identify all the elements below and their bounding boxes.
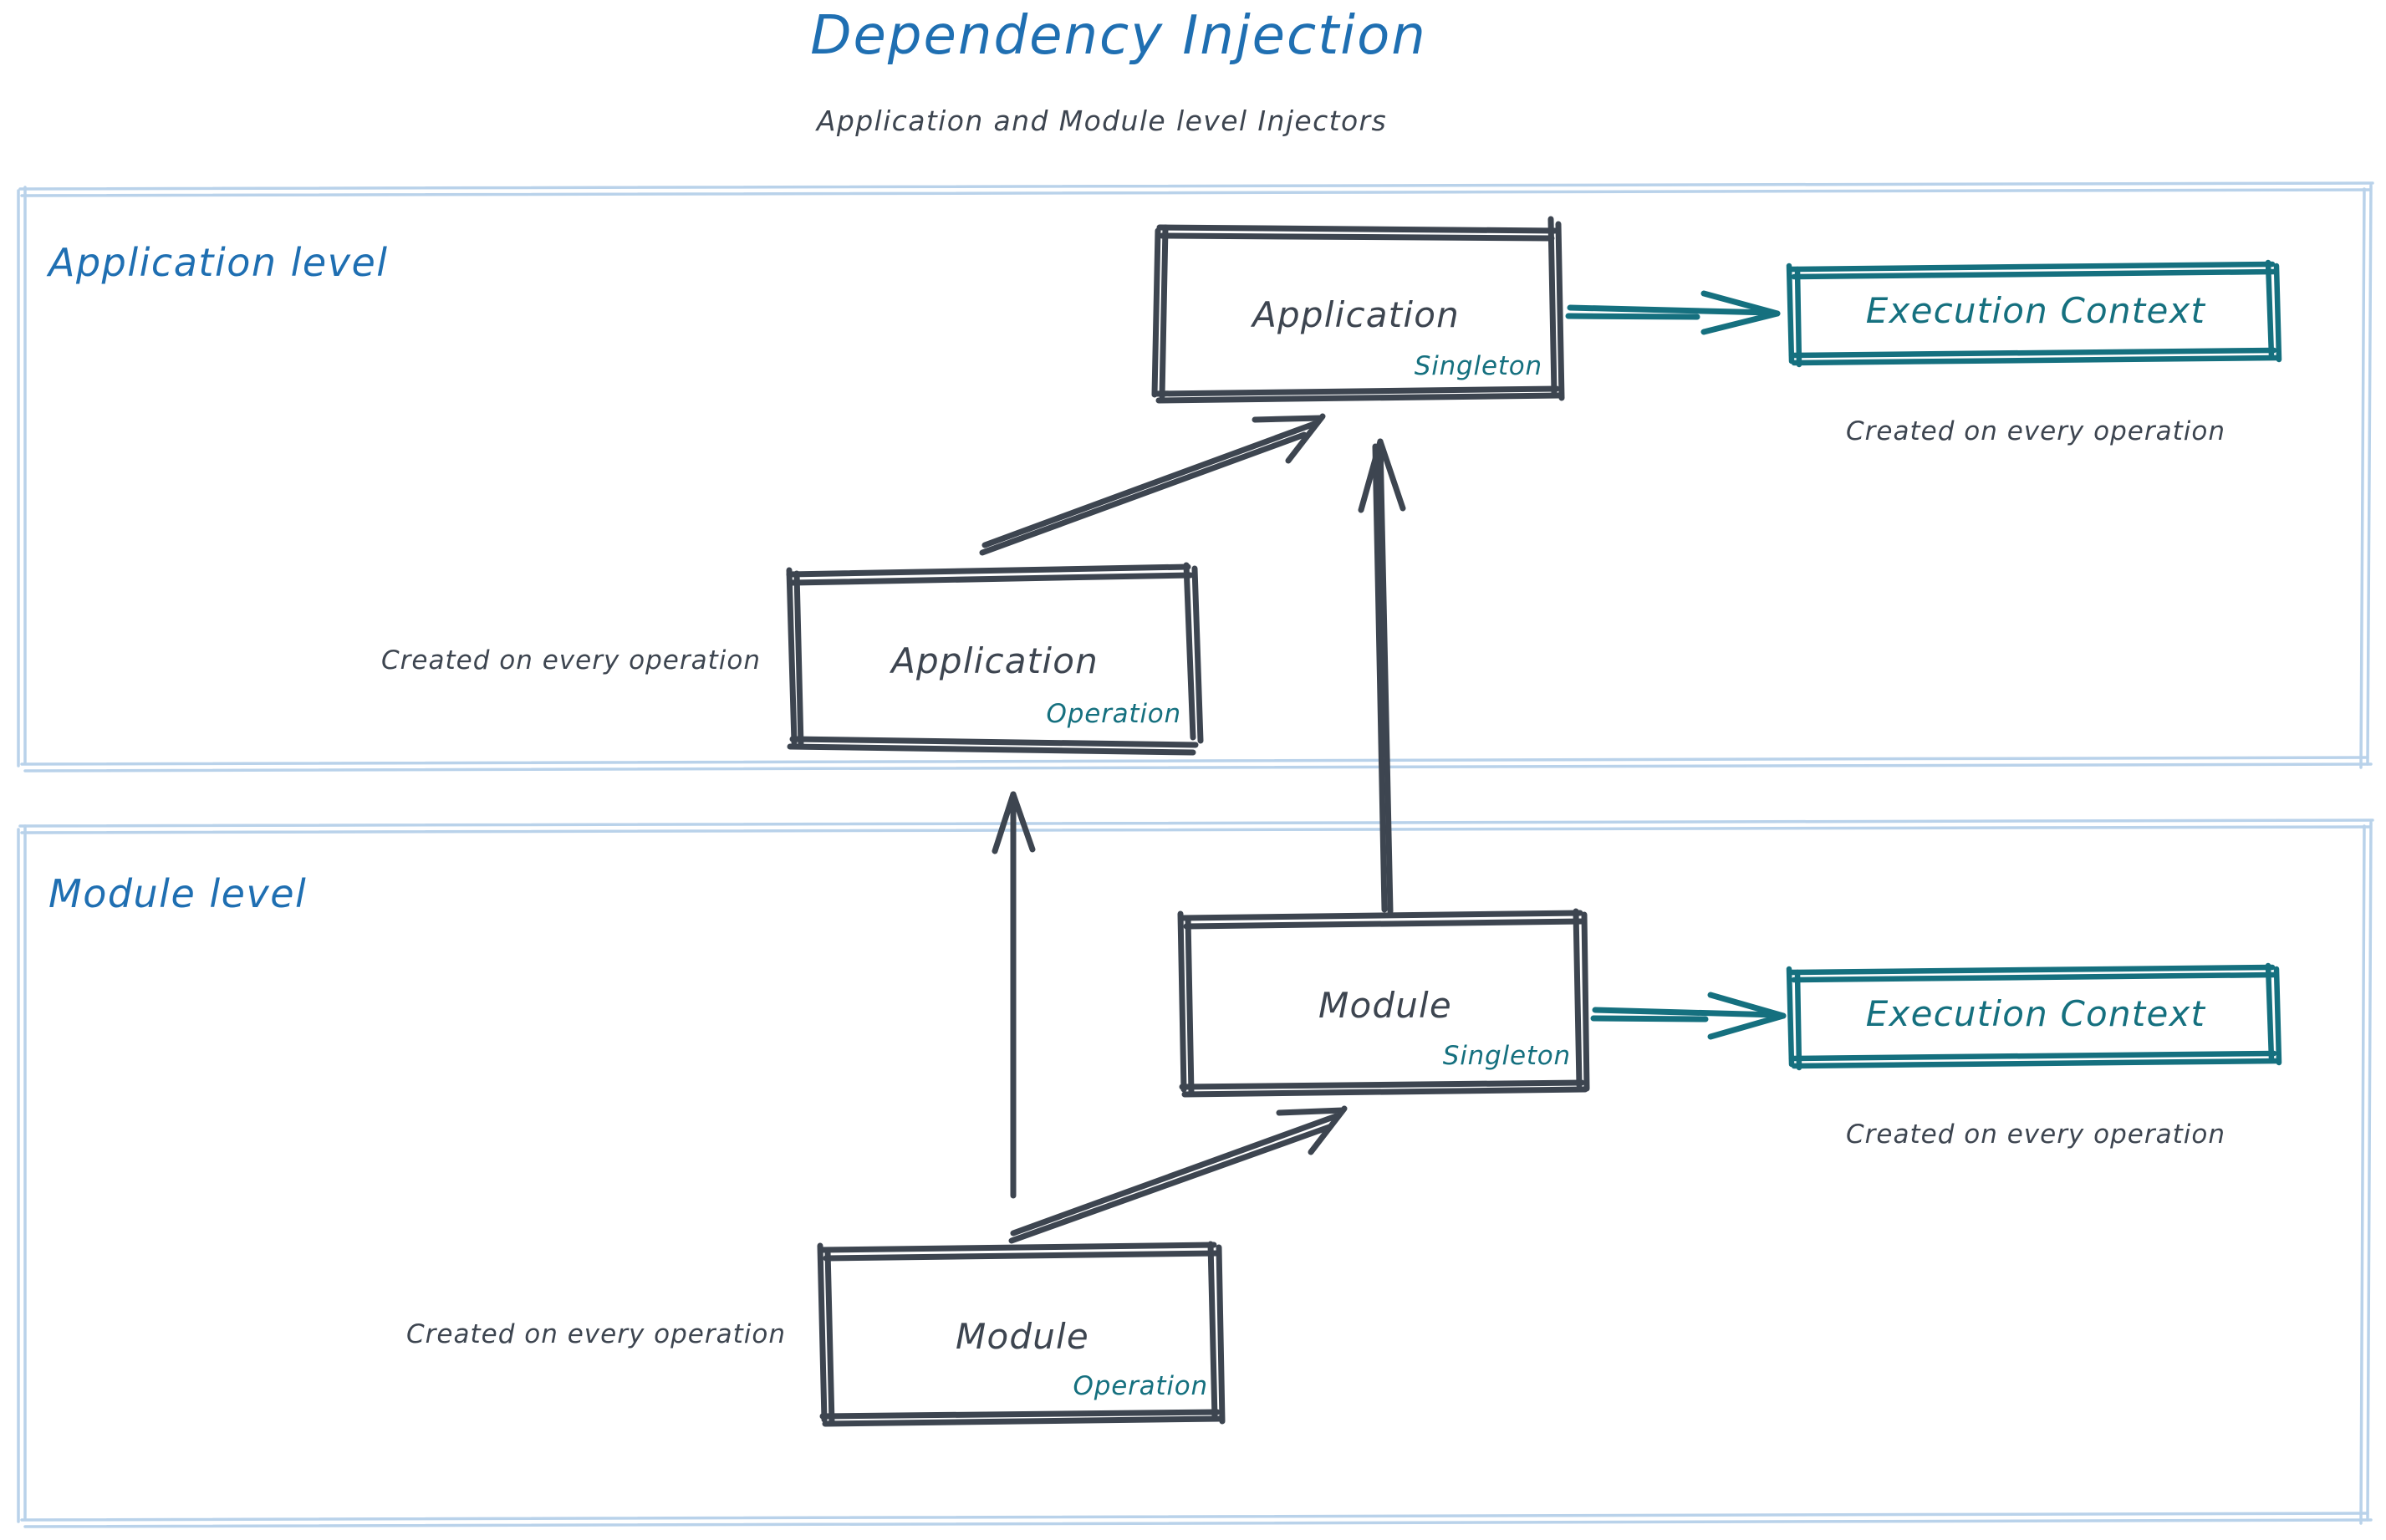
caption-module-operation: Created on every operation <box>406 1319 786 1349</box>
caption-execution-context-application: Created on every operation <box>1846 416 2225 446</box>
node-application-operation[interactable]: Application Operation <box>789 565 1202 754</box>
node-execution-context-module-title: Execution Context <box>1865 993 2206 1034</box>
page-title: Dependency Injection <box>810 5 1427 67</box>
edge-module-level-to-application-level <box>992 791 1036 1199</box>
edge-module-operation-to-module-singleton <box>1008 1105 1348 1244</box>
edge-module-singleton-to-exec-ctx <box>1590 992 1787 1040</box>
node-module-singleton[interactable]: Module Singleton <box>1180 911 1588 1097</box>
node-execution-context-application-title: Execution Context <box>1865 290 2206 331</box>
caption-application-operation: Created on every operation <box>381 645 761 676</box>
node-application-singleton-scope: Singleton <box>1414 351 1542 381</box>
edge-app-operation-to-app-singleton <box>979 413 1326 556</box>
node-execution-context-module[interactable]: Execution Context <box>1789 966 2282 1069</box>
node-module-operation-title: Module <box>956 1316 1089 1357</box>
page-subtitle: Application and Module level Injectors <box>816 105 1388 137</box>
node-module-operation-scope: Operation <box>1073 1371 1208 1401</box>
node-execution-context-application[interactable]: Execution Context <box>1789 263 2282 366</box>
node-module-operation[interactable]: Module Operation <box>820 1244 1224 1426</box>
node-application-operation-scope: Operation <box>1046 699 1181 729</box>
node-module-singleton-title: Module <box>1318 985 1452 1026</box>
node-application-operation-title: Application <box>891 640 1099 681</box>
node-application-singleton-title: Application <box>1252 294 1460 335</box>
edge-app-singleton-to-exec-ctx <box>1565 290 1781 335</box>
node-module-singleton-scope: Singleton <box>1442 1041 1571 1071</box>
zone-label-module-level: Module level <box>48 871 308 916</box>
node-application-singleton[interactable]: Application Singleton <box>1155 219 1564 401</box>
edge-module-singleton-to-app-singleton <box>1358 438 1406 915</box>
caption-execution-context-module: Created on every operation <box>1846 1119 2225 1150</box>
zone-label-application-level: Application level <box>48 240 389 285</box>
